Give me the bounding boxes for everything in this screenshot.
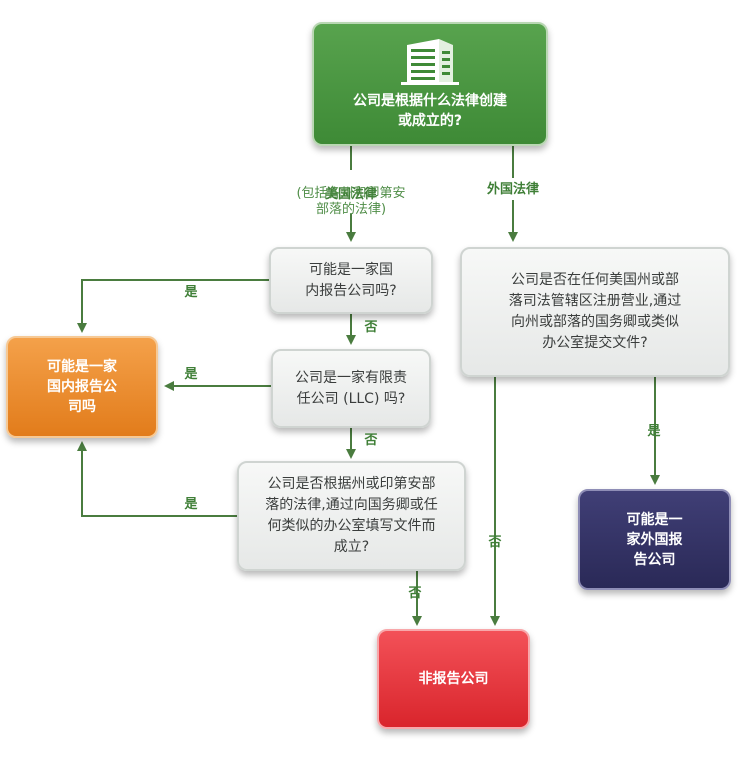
outcome-foreign-reporting: 可能是一 家外国报 告公司 xyxy=(578,489,731,590)
building-icon xyxy=(401,39,459,85)
question-4-text: 公司是否在任何美国州或部 落司法管辖区注册营业,通过 向州或部落的国务卿或类似 … xyxy=(508,272,682,351)
us-law-note: (包括各州和印第安 部落的法律) xyxy=(296,186,406,217)
question-registered-business: 公司是否在任何美国州或部 落司法管辖区注册营业,通过 向州或部落的国务卿或类似 … xyxy=(460,247,730,377)
question-state-formation: 公司是否根据州或印第安部 落的法律,通过向国务卿或任 何类似的办公室填写文件而 … xyxy=(237,461,466,571)
q4-yes-label: 是 xyxy=(647,424,661,439)
question-llc: 公司是一家有限责 任公司 (LLC) 吗? xyxy=(271,349,431,428)
q1-yes-label: 是 xyxy=(184,285,198,300)
start-node: 公司是根据什么法律创建 或成立的? xyxy=(312,22,548,146)
q2-yes-label: 是 xyxy=(184,367,198,382)
question-3-text: 公司是否根据州或印第安部 落的法律,通过向国务卿或任 何类似的办公室填写文件而 … xyxy=(265,476,438,555)
nonreporting-text: 非报告公司 xyxy=(418,671,489,687)
q3-no-label: 否 xyxy=(408,586,422,601)
foreign-text: 可能是一 家外国报 告公司 xyxy=(626,511,683,568)
question-domestic-reporting: 可能是一家国 内报告公司吗? xyxy=(269,247,433,314)
q2-no-label: 否 xyxy=(364,433,378,448)
question-2-text: 公司是一家有限责 任公司 (LLC) 吗? xyxy=(295,369,407,407)
foreign-law-label: 外国法律 xyxy=(486,182,539,197)
arrow-q3-yes xyxy=(77,441,237,517)
start-question: 公司是根据什么法律创建 或成立的? xyxy=(353,93,507,129)
us-law-title: 美国法律 xyxy=(324,187,377,202)
q1-no-label: 否 xyxy=(364,320,378,335)
us-law-label: 美国法律 xyxy=(302,171,400,203)
domestic-text: 可能是一家 国内报告公 司吗 xyxy=(47,359,117,415)
q4-no-label: 否 xyxy=(488,535,502,550)
outcome-non-reporting: 非报告公司 xyxy=(377,629,530,729)
question-1-text: 可能是一家国 内报告公司吗? xyxy=(305,261,397,299)
arrow-q1-yes xyxy=(77,279,269,333)
outcome-domestic-reporting: 可能是一家 国内报告公 司吗 xyxy=(6,336,158,438)
q3-yes-label: 是 xyxy=(184,497,198,512)
